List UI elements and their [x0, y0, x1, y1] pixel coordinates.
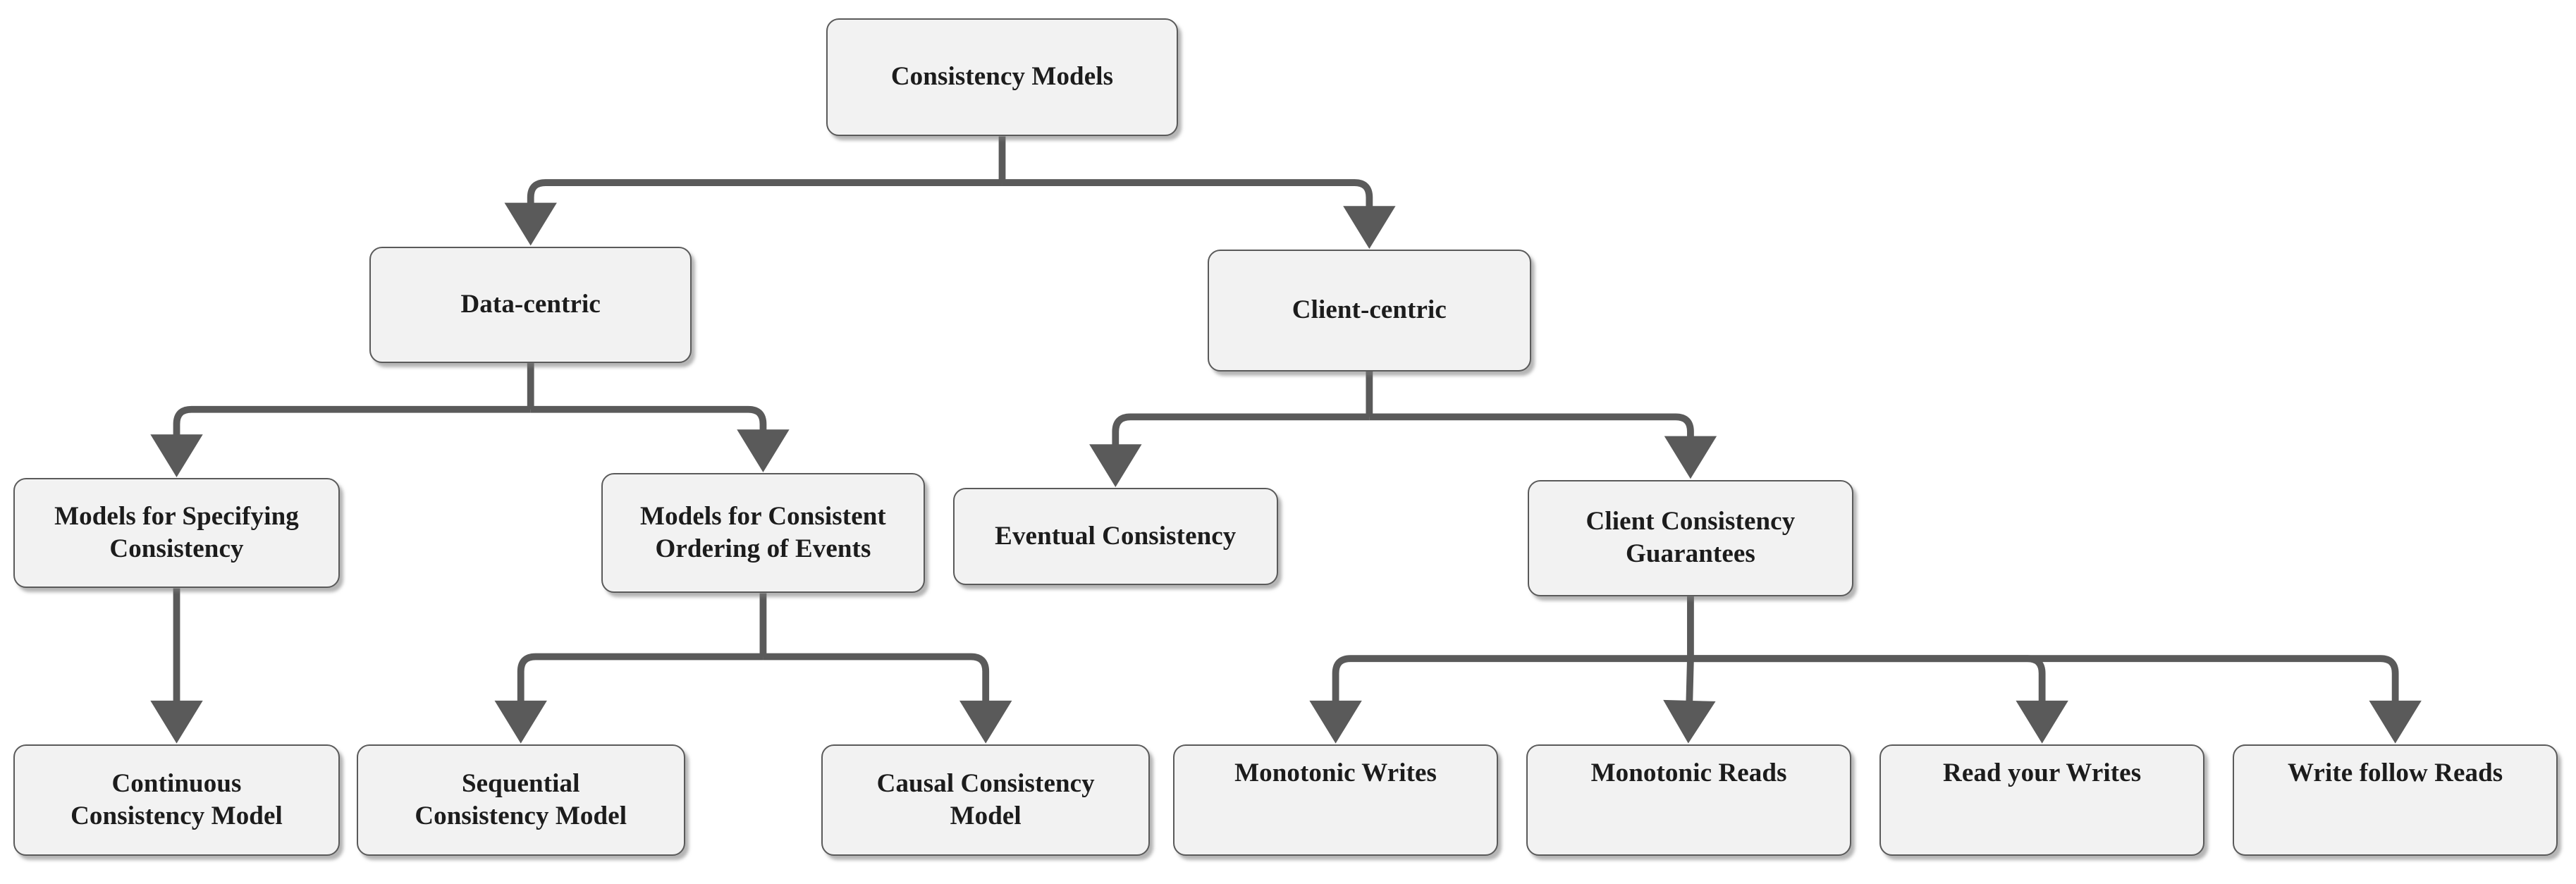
node-label-read_writes: Read your Writes	[1943, 758, 2142, 787]
edges-group	[150, 136, 2422, 744]
node-label-data_centric: Data-centric	[460, 290, 601, 319]
node-label-mono_reads: Monotonic Reads	[1590, 758, 1787, 787]
node-label-mono_writes: Monotonic Writes	[1234, 758, 1437, 787]
edge-root-to-data_centric	[504, 179, 1002, 246]
node-label-write_reads: Write follow Reads	[2288, 758, 2503, 787]
node-client_centric[interactable]: Client-centric	[1207, 250, 1531, 372]
node-ordering[interactable]: Models for Consistent Ordering of Events	[601, 473, 925, 594]
node-write_reads[interactable]: Write follow Reads	[2232, 744, 2558, 857]
node-label-root: Consistency Models	[890, 62, 1114, 92]
edge-client_centric-to-eventual	[1089, 413, 1370, 487]
node-data_centric[interactable]: Data-centric	[369, 246, 692, 364]
node-continuous[interactable]: Continuous Consistency Model	[13, 744, 341, 857]
node-label-guarantees: Client Consistency Guarantees	[1586, 506, 1796, 569]
node-mono_writes[interactable]: Monotonic Writes	[1172, 744, 1499, 857]
node-mono_reads[interactable]: Monotonic Reads	[1526, 744, 1852, 857]
node-eventual[interactable]: Eventual Consistency	[952, 488, 1278, 585]
edge-guarantees-to-write_reads	[1690, 655, 2422, 744]
edge-data_centric-to-ordering	[530, 405, 790, 472]
edge-client_centric-to-guarantees	[1369, 413, 1717, 479]
node-sequential[interactable]: Sequential Consistency Model	[356, 744, 685, 857]
edge-guarantees-to-mono_reads	[1663, 658, 1716, 744]
edge-data_centric-to-specifying	[150, 405, 531, 477]
node-read_writes[interactable]: Read your Writes	[1879, 744, 2205, 857]
edge-ordering-to-causal	[763, 653, 1012, 744]
node-root[interactable]: Consistency Models	[826, 18, 1178, 137]
edge-guarantees-to-mono_writes	[1309, 655, 1691, 744]
node-label-eventual: Eventual Consistency	[995, 521, 1237, 551]
node-label-client_centric: Client-centric	[1292, 295, 1447, 325]
node-causal[interactable]: Causal Consistency Model	[821, 744, 1151, 857]
edge-guarantees-to-read_writes	[1690, 655, 2068, 744]
edge-root-to-client_centric	[1002, 179, 1396, 249]
node-label-causal: Causal Consistency Model	[876, 768, 1095, 831]
node-label-specifying: Models for Specifying Consistency	[54, 501, 299, 564]
edge-ordering-to-sequential	[494, 653, 763, 744]
node-guarantees[interactable]: Client Consistency Guarantees	[1528, 479, 1853, 597]
node-label-sequential: Sequential Consistency Model	[415, 768, 627, 831]
node-specifying[interactable]: Models for Specifying Consistency	[13, 478, 341, 589]
node-label-continuous: Continuous Consistency Model	[70, 768, 283, 831]
node-label-ordering: Models for Consistent Ordering of Events	[640, 501, 886, 564]
